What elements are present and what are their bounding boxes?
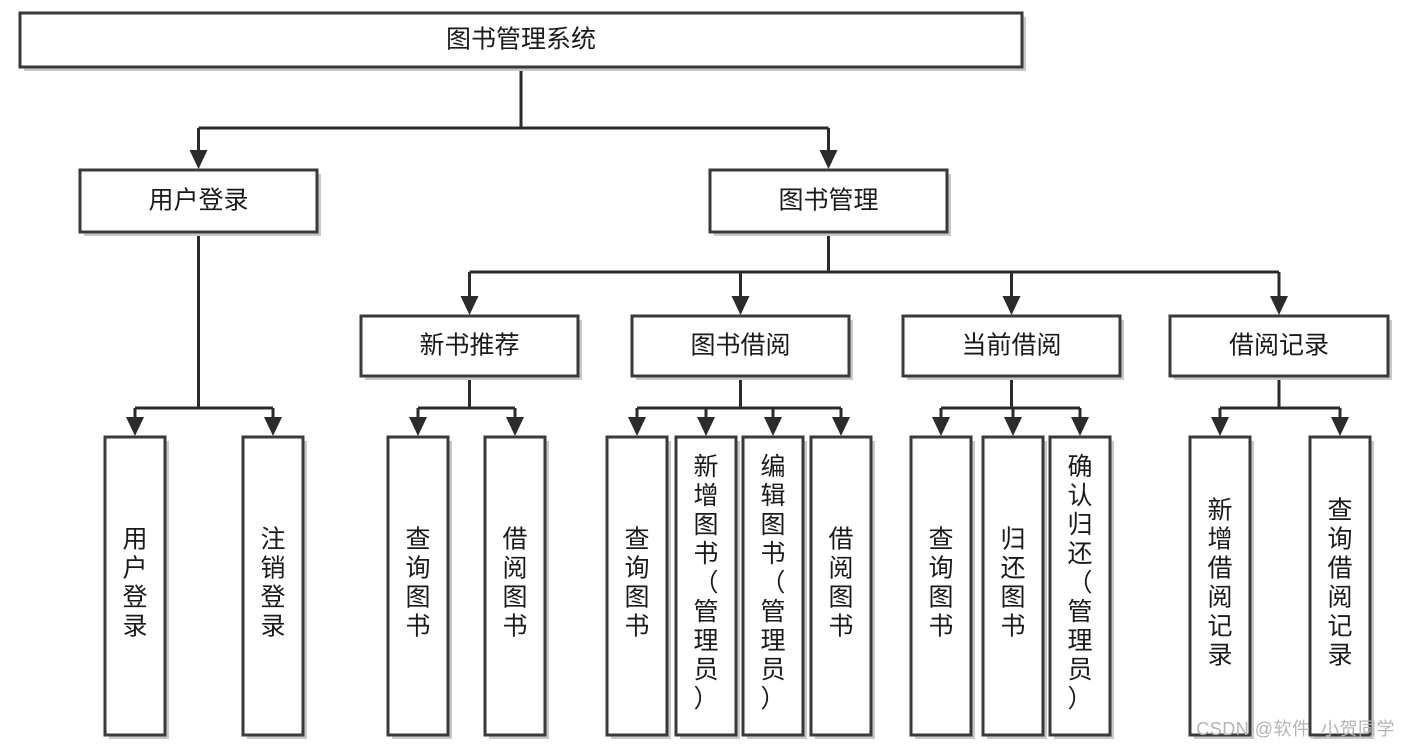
node-border[interactable]: [78, 168, 319, 234]
connector-group-user_login: [126, 232, 282, 436]
node-book-mgmt[interactable]: 图书管理: [708, 168, 951, 236]
node-border[interactable]: [1188, 435, 1252, 737]
node-label: 查询图书: [405, 526, 430, 641]
arrow-head-leaf_edit_book: [764, 417, 782, 436]
node-leaf-borrow-book-1[interactable]: 借阅图书: [483, 435, 549, 739]
arrow-head-leaf_logout: [264, 417, 282, 436]
node-label: 查询图书: [624, 526, 649, 641]
node-label: 借阅图书: [502, 526, 527, 641]
node-border[interactable]: [674, 435, 738, 737]
node-border[interactable]: [809, 435, 873, 737]
node-border[interactable]: [901, 314, 1122, 378]
connector-group-new_book_rec: [409, 376, 524, 436]
node-label: 图书借阅: [690, 332, 790, 360]
node-border[interactable]: [386, 435, 450, 737]
connector-group-book_borrow: [628, 376, 850, 436]
node-label: 借阅图书: [828, 526, 853, 641]
node-leaf-confirm-return[interactable]: 确认归还（管理员）: [1048, 435, 1114, 739]
arrow-head-leaf_query_book_3: [932, 417, 950, 436]
node-label: 归还图书: [1000, 526, 1025, 641]
node-border[interactable]: [241, 435, 305, 737]
node-label: 图书管理系统: [446, 26, 596, 54]
node-leaf-query-book-3[interactable]: 查询图书: [909, 435, 975, 739]
connector-layer: [126, 67, 1349, 436]
arrow-head-leaf_query_record: [1331, 417, 1349, 436]
arrow-head-book_mgmt: [819, 150, 838, 169]
node-label: 图书管理: [778, 187, 878, 215]
node-leaf-return-book[interactable]: 归还图书: [981, 435, 1047, 739]
node-leaf-user-login[interactable]: 用户登录: [103, 435, 169, 739]
arrow-head-leaf_borrow_book_2: [832, 417, 850, 436]
node-border[interactable]: [1168, 314, 1390, 378]
node-border[interactable]: [1048, 435, 1112, 737]
node-border[interactable]: [1308, 435, 1372, 737]
node-border[interactable]: [359, 314, 580, 378]
node-border[interactable]: [605, 435, 669, 737]
arrow-head-leaf_user_login: [126, 417, 144, 436]
node-label: 用户登录: [122, 526, 147, 641]
node-label: 查询借阅记录: [1327, 497, 1352, 670]
node-leaf-query-book-2[interactable]: 查询图书: [605, 435, 671, 739]
node-label: 用户登录: [148, 187, 248, 215]
node-label: 编辑图书（管理员）: [760, 453, 785, 713]
node-label: 确认归还（管理员）: [1067, 453, 1092, 713]
arrow-head-new_book_rec: [460, 296, 479, 315]
node-border[interactable]: [909, 435, 973, 737]
arrow-head-leaf_add_book: [697, 417, 715, 436]
node-label: 新书推荐: [419, 332, 519, 360]
arrow-head-leaf_borrow_book_1: [506, 417, 524, 436]
arrow-head-leaf_query_book_1: [409, 417, 427, 436]
connector-group-root: [189, 67, 838, 169]
node-label: 借阅记录: [1229, 332, 1329, 360]
node-root[interactable]: 图书管理系统: [18, 11, 1026, 71]
node-leaf-logout[interactable]: 注销登录: [241, 435, 307, 739]
arrow-head-current_borrow: [1002, 296, 1021, 315]
node-leaf-query-book-1[interactable]: 查询图书: [386, 435, 452, 739]
arrow-head-leaf_query_book_2: [628, 417, 646, 436]
node-border[interactable]: [981, 435, 1045, 737]
node-border[interactable]: [741, 435, 805, 737]
node-leaf-edit-book[interactable]: 编辑图书（管理员）: [741, 435, 807, 739]
node-label: 查询图书: [928, 526, 953, 641]
node-user-login[interactable]: 用户登录: [78, 168, 321, 236]
arrow-head-user_login: [189, 150, 208, 169]
node-book-borrow[interactable]: 图书借阅: [630, 314, 853, 380]
node-label: 注销登录: [260, 526, 285, 641]
node-label: 新增图书（管理员）: [693, 453, 718, 713]
arrow-head-leaf_confirm_return: [1071, 417, 1089, 436]
connector-group-current_borrow: [932, 376, 1089, 436]
node-leaf-borrow-book-2[interactable]: 借阅图书: [809, 435, 875, 739]
node-layer: 图书管理系统用户登录图书管理新书推荐图书借阅当前借阅借阅记录用户登录注销登录查询…: [18, 11, 1392, 739]
node-leaf-query-record[interactable]: 查询借阅记录: [1308, 435, 1374, 739]
node-border[interactable]: [483, 435, 547, 737]
node-leaf-add-record[interactable]: 新增借阅记录: [1188, 435, 1254, 739]
node-current-borrow[interactable]: 当前借阅: [901, 314, 1124, 380]
node-label: 新增借阅记录: [1207, 497, 1232, 670]
node-new-book-rec[interactable]: 新书推荐: [359, 314, 582, 380]
connector-group-borrow_record: [1211, 376, 1349, 436]
node-border[interactable]: [18, 11, 1024, 69]
arrow-head-leaf_return_book: [1004, 417, 1022, 436]
node-borrow-record[interactable]: 借阅记录: [1168, 314, 1392, 380]
node-border[interactable]: [708, 168, 949, 234]
arrow-head-book_borrow: [731, 296, 750, 315]
connector-group-book_mgmt: [460, 232, 1288, 315]
arrow-head-borrow_record: [1270, 296, 1288, 315]
node-label: 当前借阅: [961, 332, 1061, 360]
arrow-head-leaf_add_record: [1211, 417, 1229, 436]
node-leaf-add-book[interactable]: 新增图书（管理员）: [674, 435, 740, 739]
node-border[interactable]: [103, 435, 167, 737]
node-border[interactable]: [630, 314, 851, 378]
